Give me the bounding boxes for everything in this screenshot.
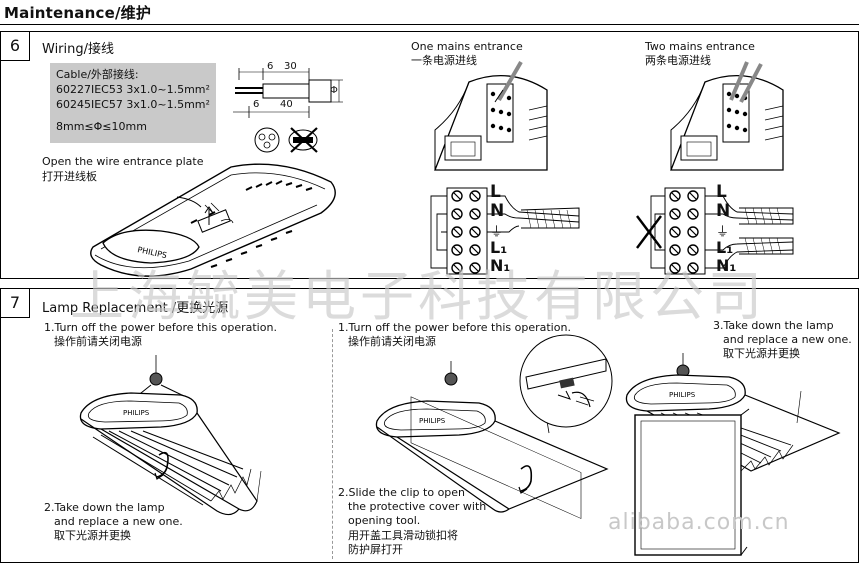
terminal-label-l1: L₁: [490, 238, 508, 257]
terminal-block-one-mains: [430, 187, 580, 275]
luminaire-open-plate-drawing: PHILIPS: [90, 163, 336, 277]
cable-diameter: 8mm≤Φ≤10mm: [56, 120, 147, 133]
brand-label: PHILIPS: [669, 391, 696, 399]
right-step2-en-c: opening tool.: [348, 514, 421, 527]
left-step2-en-a: 2.Take down the lamp: [44, 501, 165, 514]
right-step2-zh-b: 防护屏打开: [348, 543, 403, 556]
cable-strip-diagram: [233, 68, 343, 153]
column-divider: [332, 329, 333, 559]
right-step2-en-b: the protective cover with: [348, 500, 487, 513]
cable-line-2: 60245IEC57 3x1.0~1.5mm²: [56, 98, 210, 111]
right-step3-en-a: 3.Take down the lamp: [713, 319, 834, 332]
one-mains-closeup-drawing: [434, 60, 548, 171]
left-step1-zh: 操作前请关闭电源: [54, 335, 142, 348]
cable-heading: Cable/外部接线:: [56, 68, 139, 81]
cable-line-1: 60227IEC53 3x1.0~1.5mm²: [56, 83, 210, 96]
brand-label: PHILIPS: [123, 409, 150, 417]
dim-label-6a: 6: [267, 61, 274, 72]
section-title: Lamp Replacement /更换光源: [42, 301, 229, 316]
watermark-company: 上海毓美电子科技有限公司: [70, 265, 766, 328]
section-wiring: 6 Wiring/接线 Cable/外部接线: 60227IEC53 3x1.0…: [0, 31, 859, 279]
terminal-block-two-mains: [636, 187, 794, 275]
terminal-label-n: N: [490, 201, 505, 221]
two-mains-closeup-drawing: [670, 61, 784, 171]
open-plate-zh: 打开进线板: [42, 170, 97, 183]
terminal2-label-n1: N₁: [716, 256, 737, 275]
terminal2-label-n: N: [716, 201, 731, 221]
terminal2-label-l1: L₁: [716, 238, 734, 257]
header-rule: [0, 24, 859, 25]
section-title: Wiring/接线: [42, 42, 115, 57]
right-step1-zh: 操作前请关闭电源: [348, 335, 436, 348]
section-number: 7: [1, 289, 30, 318]
one-mains-en: One mains entrance: [411, 40, 523, 53]
dim-label-6b: 6: [253, 99, 260, 110]
section-lamp-replacement: 7 Lamp Replacement /更换光源 1.Turn off the …: [0, 288, 859, 563]
right-step3-zh: 取下光源并更换: [723, 347, 800, 360]
brand-label: PHILIPS: [419, 417, 446, 425]
dim-label-phi: Φ: [330, 85, 338, 96]
terminal-label-earth: ⏚: [490, 225, 504, 240]
terminal2-label-earth: ⏚: [716, 225, 730, 240]
terminal-label-l: L: [490, 182, 501, 202]
page-title: Maintenance/维护: [4, 4, 152, 22]
right-step1-en: 1.Turn off the power before this operati…: [338, 321, 571, 334]
clip-closeup-drawing: [519, 334, 613, 428]
right-step3-en-b: and replace a new one.: [723, 333, 852, 346]
dim-label-30: 30: [284, 61, 297, 72]
cable-spec-box: Cable/外部接线: 60227IEC53 3x1.0~1.5mm² 6024…: [50, 63, 216, 143]
luminaire-cover-opened-drawing: PHILIPS: [625, 353, 841, 556]
two-mains-zh: 两条电源进线: [645, 54, 711, 67]
luminaire-take-down-lamp-drawing: PHILIPS: [79, 355, 262, 516]
open-plate-en: Open the wire entrance plate: [42, 155, 204, 168]
right-step2-zh-a: 用开盖工具滑动锁扣将: [348, 529, 458, 542]
right-step2-en-a: 2.Slide the clip to open: [338, 486, 466, 499]
section-number: 6: [1, 32, 30, 61]
terminal-label-n1: N₁: [490, 256, 511, 275]
terminal2-label-l: L: [716, 182, 727, 202]
two-mains-en: Two mains entrance: [645, 40, 755, 53]
left-step2-zh: 取下光源并更换: [54, 529, 131, 542]
left-step1-en: 1.Turn off the power before this operati…: [44, 321, 277, 334]
watermark-site: alibaba.com.cn: [608, 510, 790, 535]
dim-label-40: 40: [280, 99, 293, 110]
one-mains-zh: 一条电源进线: [411, 54, 477, 67]
left-step2-en-b: and replace a new one.: [54, 515, 183, 528]
luminaire-open-cover-drawing: PHILIPS: [375, 361, 609, 519]
